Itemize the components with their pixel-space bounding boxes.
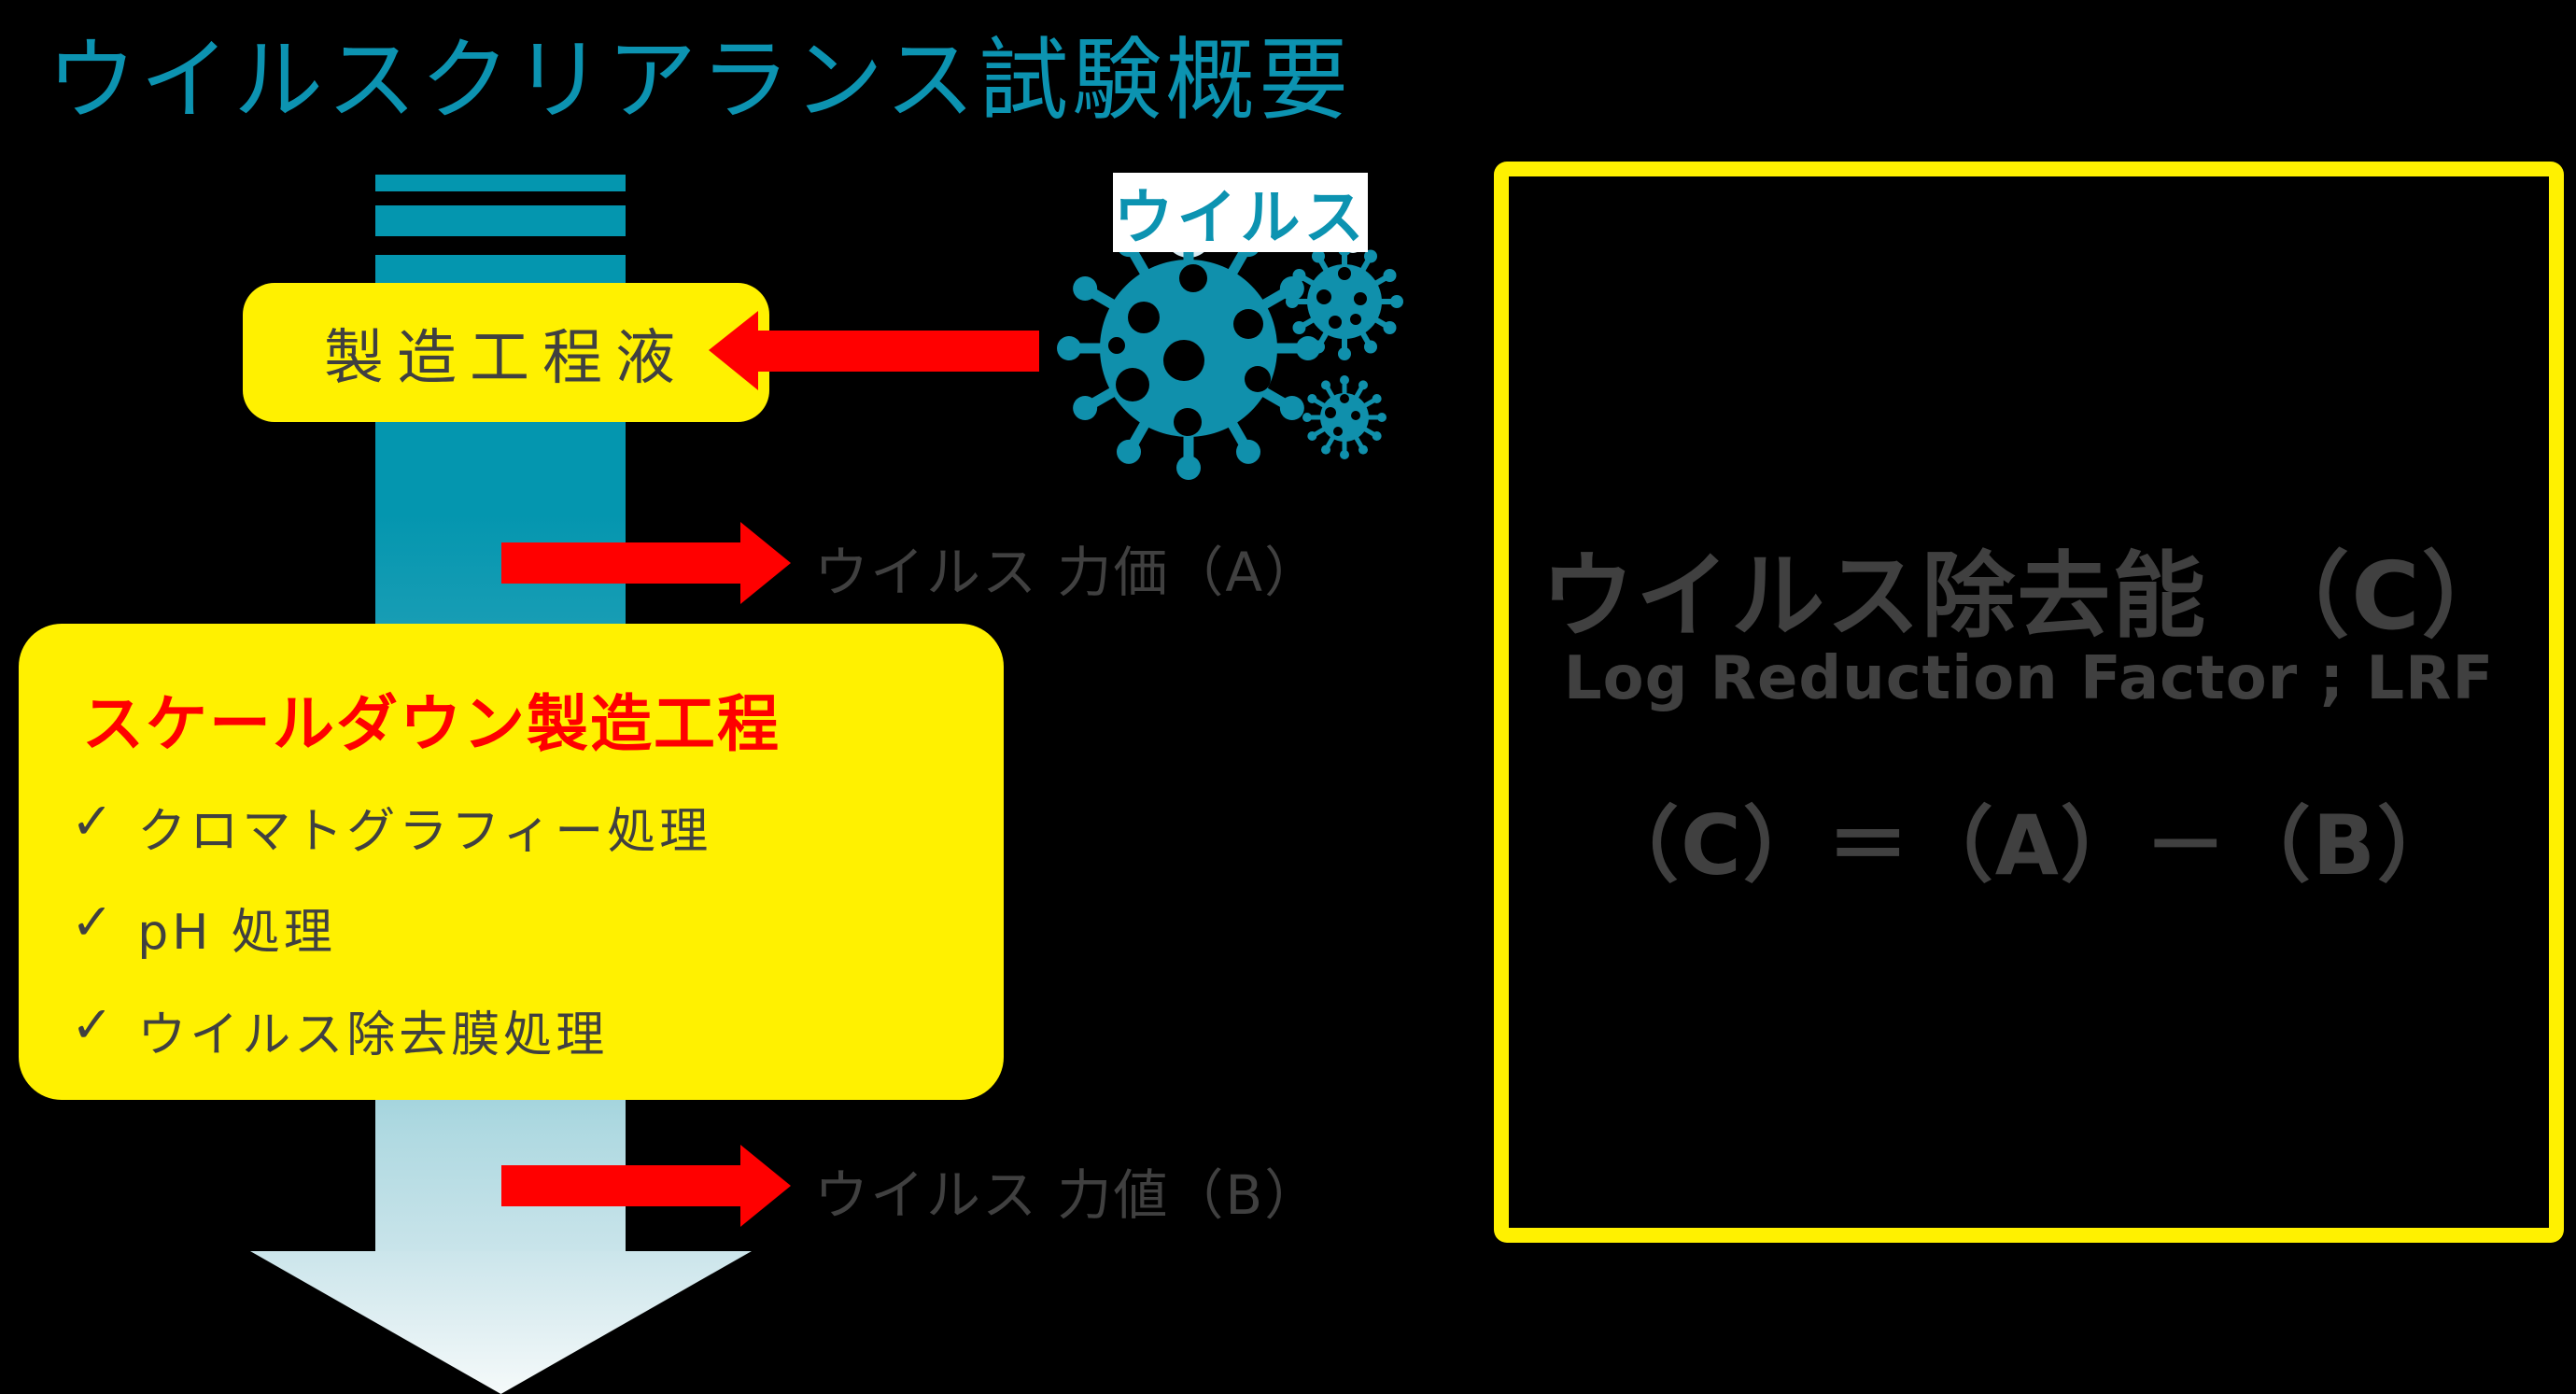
source-box-label: 製造工程液 bbox=[324, 323, 688, 393]
process-item-label: クロマトグラフィー処理 bbox=[137, 804, 712, 860]
process-box: スケールダウン製造工程 ✓ クロマトグラフィー処理 ✓ pH 処理 ✓ ウイルス… bbox=[19, 624, 1004, 1100]
process-item-label: pH 処理 bbox=[137, 905, 336, 961]
process-item-label: ウイルス除去膜処理 bbox=[137, 1007, 609, 1063]
checkmark-icon: ✓ bbox=[71, 995, 114, 1054]
source-box: 製造工程液 bbox=[243, 283, 769, 422]
titer-a-label: ウイルス 力価（A） bbox=[814, 541, 1321, 604]
virus-cluster bbox=[1027, 177, 1494, 499]
checkmark-icon: ✓ bbox=[71, 893, 114, 951]
titer-a-arrow-shaft bbox=[501, 542, 740, 584]
virus-label: ウイルス bbox=[1113, 173, 1368, 253]
virus-icon-large bbox=[1057, 217, 1320, 480]
process-item: ✓ クロマトグラフィー処理 bbox=[71, 792, 711, 862]
virus-icon-medium bbox=[1286, 243, 1403, 360]
titer-b-label: ウイルス 力値（B） bbox=[814, 1163, 1321, 1227]
page-title: ウイルスクリアランス試験概要 bbox=[47, 28, 1353, 133]
result-box: ウイルス除去能 （C） Log Reduction Factor ; LRF （… bbox=[1494, 162, 2564, 1243]
flow-arrow-stripe-2 bbox=[375, 205, 626, 236]
process-item: ✓ pH 処理 bbox=[71, 893, 336, 963]
titer-a-arrow-right-icon bbox=[740, 522, 791, 604]
checkmark-icon: ✓ bbox=[71, 792, 114, 851]
process-item: ✓ ウイルス除去膜処理 bbox=[71, 995, 608, 1065]
virus-label-text: ウイルス bbox=[1113, 183, 1368, 253]
titer-b-arrow-shaft bbox=[501, 1165, 740, 1206]
flow-arrow-down-icon bbox=[250, 1251, 752, 1394]
result-subheading: Log Reduction Factor ; LRF bbox=[1563, 644, 2495, 713]
process-box-title: スケールダウン製造工程 bbox=[82, 688, 781, 760]
virus-spike-arrow-shaft bbox=[758, 331, 1039, 372]
virus-spike-arrow-left-icon bbox=[709, 311, 758, 390]
result-heading: ウイルス除去能 （C） bbox=[1541, 542, 2517, 651]
virus-icon-small bbox=[1302, 375, 1387, 459]
result-formula: （C）＝（A）－（B） bbox=[1597, 797, 2461, 894]
titer-b-arrow-right-icon bbox=[740, 1145, 791, 1227]
flow-arrow-stripe-1 bbox=[375, 175, 626, 191]
